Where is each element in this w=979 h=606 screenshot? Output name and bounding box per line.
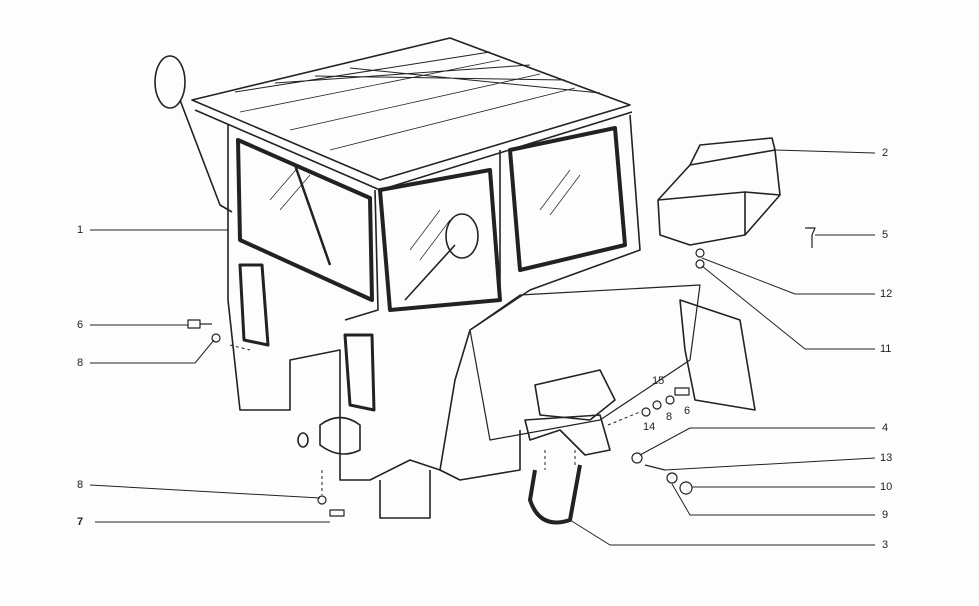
callout-13: 13: [880, 452, 893, 464]
callout-7: 7: [77, 516, 84, 528]
mount-bracket: [524, 369, 616, 456]
windows: [236, 126, 627, 412]
callout-2: 2: [882, 147, 889, 159]
gear-lever-boot: [297, 416, 361, 455]
cab-body: [227, 114, 701, 519]
callout-11: 11: [880, 343, 892, 355]
callout-1: 1: [77, 224, 84, 236]
roof: [191, 37, 633, 191]
glass-reflections: [269, 164, 581, 261]
callout-8: 8: [77, 479, 84, 491]
callout-10: 10: [880, 481, 893, 493]
callout-8: 8: [666, 411, 673, 423]
wiper: [293, 164, 332, 266]
callout-9: 9: [882, 509, 889, 521]
callout-14: 14: [643, 421, 656, 433]
callout-6: 6: [77, 319, 84, 331]
callout-6: 6: [684, 405, 691, 417]
mudguard: [679, 299, 756, 411]
u-bolt: [528, 464, 582, 525]
callout-4: 4: [882, 422, 889, 434]
fasteners: [187, 227, 816, 517]
callout-12: 12: [880, 288, 893, 300]
toolbox: [657, 137, 781, 246]
callout-5: 5: [882, 229, 889, 241]
side-mirror: [154, 55, 479, 301]
leader-lines: [89, 149, 876, 546]
callout-15: 15: [652, 375, 665, 387]
callout-8: 8: [77, 357, 84, 369]
callout-3: 3: [882, 539, 889, 551]
